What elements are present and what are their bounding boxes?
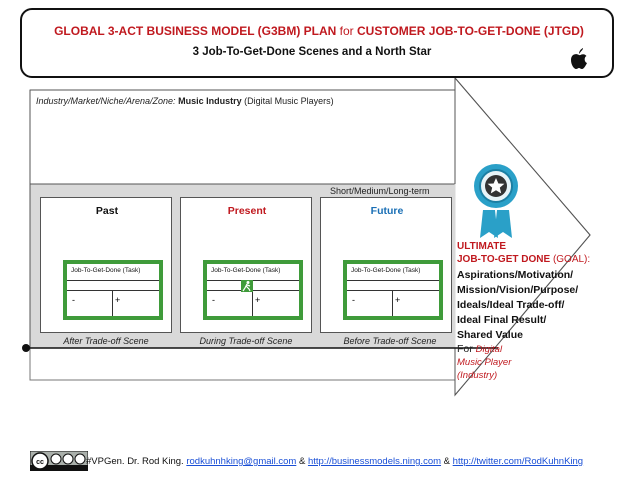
footer: #VPGen. Dr. Rod King. rodkuhnhking@gmail… xyxy=(86,456,583,467)
goal-item: Ideals/Ideal Trade-off/ xyxy=(457,299,565,311)
header-box: GLOBAL 3-ACT BUSINESS MODEL (G3BM) PLAN … xyxy=(20,8,614,78)
industry-detail: (Digital Music Players) xyxy=(244,96,334,106)
industry-value: Music Industry xyxy=(178,96,242,106)
scene-past: Past Job-To-Get-Done (Task) - + xyxy=(40,197,172,333)
job-label: Job-To-Get-Done (Task) xyxy=(351,267,421,274)
job-box: Job-To-Get-Done (Task) - + xyxy=(203,260,303,320)
scene-caption: Before Trade-off Scene xyxy=(343,336,437,346)
scene-caption: During Trade-off Scene xyxy=(199,336,293,346)
goal-line-2a: JOB-TO-GET DONE xyxy=(457,254,551,265)
apple-icon xyxy=(571,48,587,69)
job-divider xyxy=(207,280,299,281)
goal-item: Shared Value xyxy=(457,329,523,341)
goal-item: Ideal Final Result/ xyxy=(457,314,547,326)
goal-title: ULTIMATE JOB-TO-GET DONE (GOAL): xyxy=(457,240,590,266)
job-plus: + xyxy=(115,295,121,305)
scene-present: Present Job-To-Get-Done (Task) - + xyxy=(180,197,312,333)
goal-item: Mission/Vision/Purpose/ xyxy=(457,284,579,296)
job-plus: + xyxy=(395,295,401,305)
job-divider xyxy=(207,290,299,291)
job-minus: - xyxy=(212,295,215,305)
creative-commons-icon: cc xyxy=(30,451,88,471)
runner-icon xyxy=(241,280,253,292)
job-box: Job-To-Get-Done (Task) - + xyxy=(63,260,163,320)
footer-sep: & xyxy=(298,456,306,467)
job-minus: - xyxy=(72,295,75,305)
footer-sep: & xyxy=(443,456,451,467)
page-title: GLOBAL 3-ACT BUSINESS MODEL (G3BM) PLAN … xyxy=(22,24,616,38)
goal-for: For Digital Music Player (Industry) xyxy=(457,343,527,382)
job-divider xyxy=(347,280,439,281)
goal-body: Aspirations/Motivation/ Mission/Vision/P… xyxy=(457,268,578,343)
goal-line-2b: (GOAL): xyxy=(552,254,591,265)
goal-for-value: Digital Music Player (Industry) xyxy=(457,344,512,381)
job-label: Job-To-Get-Done (Task) xyxy=(71,267,141,274)
footer-twitter-link[interactable]: http://twitter.com/RodKuhnKing xyxy=(452,456,584,467)
title-for: for xyxy=(339,24,354,38)
scene-caption: After Trade-off Scene xyxy=(63,336,149,346)
footer-email-link[interactable]: rodkuhnhking@gmail.com xyxy=(186,456,297,467)
scene-title: Future xyxy=(370,205,404,217)
job-minus: - xyxy=(352,295,355,305)
title-part-1: GLOBAL 3-ACT BUSINESS MODEL (G3BM) PLAN xyxy=(54,24,337,38)
job-box: Job-To-Get-Done (Task) - + xyxy=(343,260,443,320)
job-split xyxy=(392,290,393,316)
industry-label: Industry/Market/Niche/Arena/Zone: xyxy=(36,96,176,106)
job-split xyxy=(252,290,253,316)
goal-item: Aspirations/Motivation/ xyxy=(457,269,574,281)
scene-title: Present xyxy=(227,205,267,217)
goal-line-1: ULTIMATE xyxy=(457,241,507,252)
footer-prefix: #VPGen. Dr. Rod King. xyxy=(86,456,184,467)
goal-for-label: For xyxy=(457,343,473,355)
job-plus: + xyxy=(255,295,261,305)
job-label: Job-To-Get-Done (Task) xyxy=(211,267,281,274)
star-ribbon-icon xyxy=(474,164,518,238)
title-part-2: CUSTOMER JOB-TO-GET-DONE (JTGD) xyxy=(357,24,584,38)
industry-line: Industry/Market/Niche/Arena/Zone: Music … xyxy=(36,96,334,106)
footer-ning-link[interactable]: http://businessmodels.ning.com xyxy=(307,456,442,467)
job-split xyxy=(112,290,113,316)
scene-future: Future Job-To-Get-Done (Task) - + xyxy=(320,197,452,333)
page-subtitle: 3 Job-To-Get-Done Scenes and a North Sta… xyxy=(192,46,432,58)
job-divider xyxy=(67,290,159,291)
scene-title: Past xyxy=(95,205,119,217)
job-divider xyxy=(67,280,159,281)
horizon-label: Short/Medium/Long-term xyxy=(330,186,430,196)
job-divider xyxy=(347,290,439,291)
svg-text:cc: cc xyxy=(36,459,44,466)
